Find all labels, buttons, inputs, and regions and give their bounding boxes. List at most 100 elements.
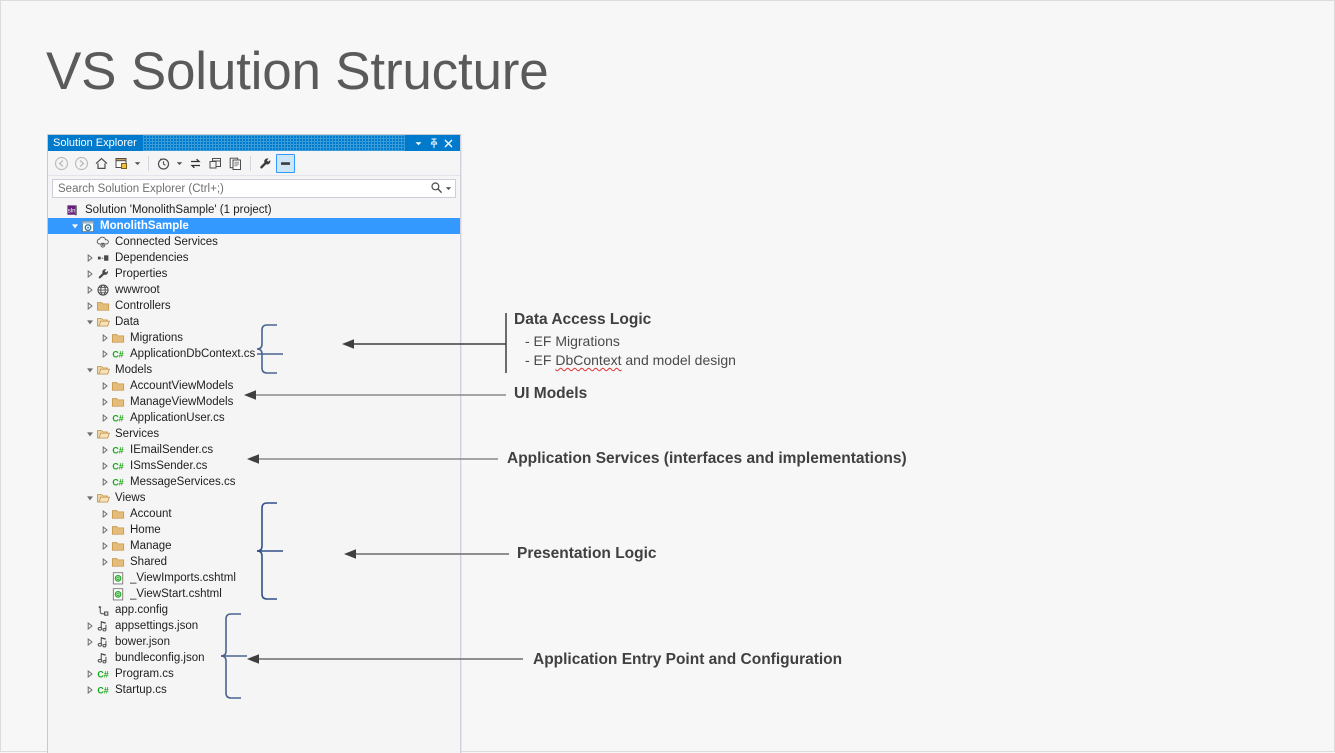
tree-item-viewstart-cshtml[interactable]: _ViewStart.cshtml [48,586,460,602]
tree-item-manage[interactable]: Manage [48,538,460,554]
folder-icon [110,522,126,538]
tree-item-properties[interactable]: Properties [48,266,460,282]
tree-item-models[interactable]: Models [48,362,460,378]
csharp-icon: C# [95,682,111,698]
tree-item-label: _ViewStart.cshtml [130,588,222,600]
view-designer-icon[interactable] [276,153,295,173]
expander-collapsed-icon[interactable] [99,474,110,490]
tree-item-startup-cs[interactable]: C#Startup.cs [48,682,460,698]
sync-with-active-document-icon[interactable] [186,154,205,173]
tree-item-controllers[interactable]: Controllers [48,298,460,314]
tree-item-services[interactable]: Services [48,426,460,442]
tree-item-dependencies[interactable]: Dependencies [48,250,460,266]
window-options-chevron-down-icon[interactable] [411,136,426,151]
tree-item-ismssender-cs[interactable]: C#ISmsSender.cs [48,458,460,474]
tree-item-label: wwwroot [115,284,160,296]
expander-collapsed-icon[interactable] [84,250,95,266]
tree-item-label: MonolithSample [100,220,189,232]
misspelled-word: DbContext [555,352,622,368]
tree-item-wwwroot[interactable]: wwwroot [48,282,460,298]
tree-item-applicationdbcontext-cs[interactable]: C#ApplicationDbContext.cs [48,346,460,362]
csharp-icon: C# [110,410,126,426]
tree-item-label: Program.cs [115,668,174,680]
expander-collapsed-icon[interactable] [99,346,110,362]
expander-collapsed-icon[interactable] [99,442,110,458]
tree-item-label: AccountViewModels [130,380,234,392]
expander-collapsed-icon[interactable] [99,554,110,570]
expander-collapsed-icon[interactable] [84,618,95,634]
expander-collapsed-icon[interactable] [84,298,95,314]
expander-expanded-icon[interactable] [84,490,95,506]
expander-collapsed-icon[interactable] [84,266,95,282]
tree-item-monolithsample[interactable]: MonolithSample [48,218,460,234]
show-all-files-icon[interactable] [226,154,245,173]
tree-item-bower-json[interactable]: bower.json [48,634,460,650]
back-icon[interactable] [52,154,71,173]
pending-changes-icon[interactable] [154,154,173,173]
tree-item-views[interactable]: Views [48,490,460,506]
close-icon[interactable] [441,136,456,151]
expander-collapsed-icon[interactable] [99,378,110,394]
expander-collapsed-icon[interactable] [99,394,110,410]
tree-item-manageviewmodels[interactable]: ManageViewModels [48,394,460,410]
expander-expanded-icon[interactable] [84,426,95,442]
expander-expanded-icon[interactable] [69,218,80,234]
pin-icon[interactable] [426,136,441,151]
solution-icon: sln [65,202,81,218]
search-icon[interactable] [430,181,443,197]
expander-collapsed-icon[interactable] [84,282,95,298]
expander-collapsed-icon[interactable] [84,666,95,682]
tree-item-label: bower.json [115,636,170,648]
tree-item-appsettings-json[interactable]: appsettings.json [48,618,460,634]
tree-item-bundleconfig-json[interactable]: bundleconfig.json [48,650,460,666]
tree-item-label: Services [115,428,160,440]
expander-collapsed-icon[interactable] [99,538,110,554]
expander-collapsed-icon[interactable] [99,522,110,538]
tree-item-label: Home [130,524,161,536]
annotation-bullet-ef-dbcontext: - EF DbContext and model design [525,352,736,368]
tree-item-iemailsender-cs[interactable]: C#IEmailSender.cs [48,442,460,458]
tree-item-label: ApplicationUser.cs [130,412,225,424]
tree-item-app-config[interactable]: app.config [48,602,460,618]
tree-item-viewimports-cshtml[interactable]: _ViewImports.cshtml [48,570,460,586]
svg-text:C#: C# [97,685,108,695]
tree-item-messageservices-cs[interactable]: C#MessageServices.cs [48,474,460,490]
expander-expanded-icon[interactable] [84,362,95,378]
wrench-icon[interactable] [256,154,275,173]
expander-collapsed-icon[interactable] [99,506,110,522]
svg-text:C#: C# [112,413,123,423]
expander-none [84,234,95,250]
tree-item-applicationuser-cs[interactable]: C# ApplicationUser.cs [48,410,460,426]
csharp-icon: C# [110,458,126,474]
forward-icon[interactable] [72,154,91,173]
tree-item-accountviewmodels[interactable]: AccountViewModels [48,378,460,394]
expander-collapsed-icon[interactable] [99,330,110,346]
filter-chevron-down-icon[interactable] [174,154,185,173]
tree-item-migrations[interactable]: Migrations [48,330,460,346]
search-options-chevron-down-icon[interactable] [445,183,452,195]
collapse-all-icon[interactable] [206,154,225,173]
tree-item-home[interactable]: Home [48,522,460,538]
expander-collapsed-icon[interactable] [99,458,110,474]
tree-item-connected-services[interactable]: Connected Services [48,234,460,250]
tree-item-data[interactable]: Data [48,314,460,330]
tree-item-shared[interactable]: Shared [48,554,460,570]
annotation-heading-data-access-logic: Data Access Logic [514,311,652,328]
expander-collapsed-icon[interactable] [99,410,110,426]
tree-item-account[interactable]: Account [48,506,460,522]
search-input[interactable]: Search Solution Explorer (Ctrl+;) [58,182,224,195]
cshtml-icon [110,570,126,586]
tree-item-program-cs[interactable]: C#Program.cs [48,666,460,682]
expander-expanded-icon[interactable] [84,314,95,330]
home-icon[interactable] [92,154,111,173]
properties-window-icon[interactable] [112,154,131,173]
search-box[interactable]: Search Solution Explorer (Ctrl+;) [52,179,456,198]
json-icon [95,618,111,634]
expander-collapsed-icon[interactable] [84,634,95,650]
properties-chevron-down-icon[interactable] [132,154,143,173]
folder-open-icon [95,426,111,442]
expander-collapsed-icon[interactable] [84,682,95,698]
